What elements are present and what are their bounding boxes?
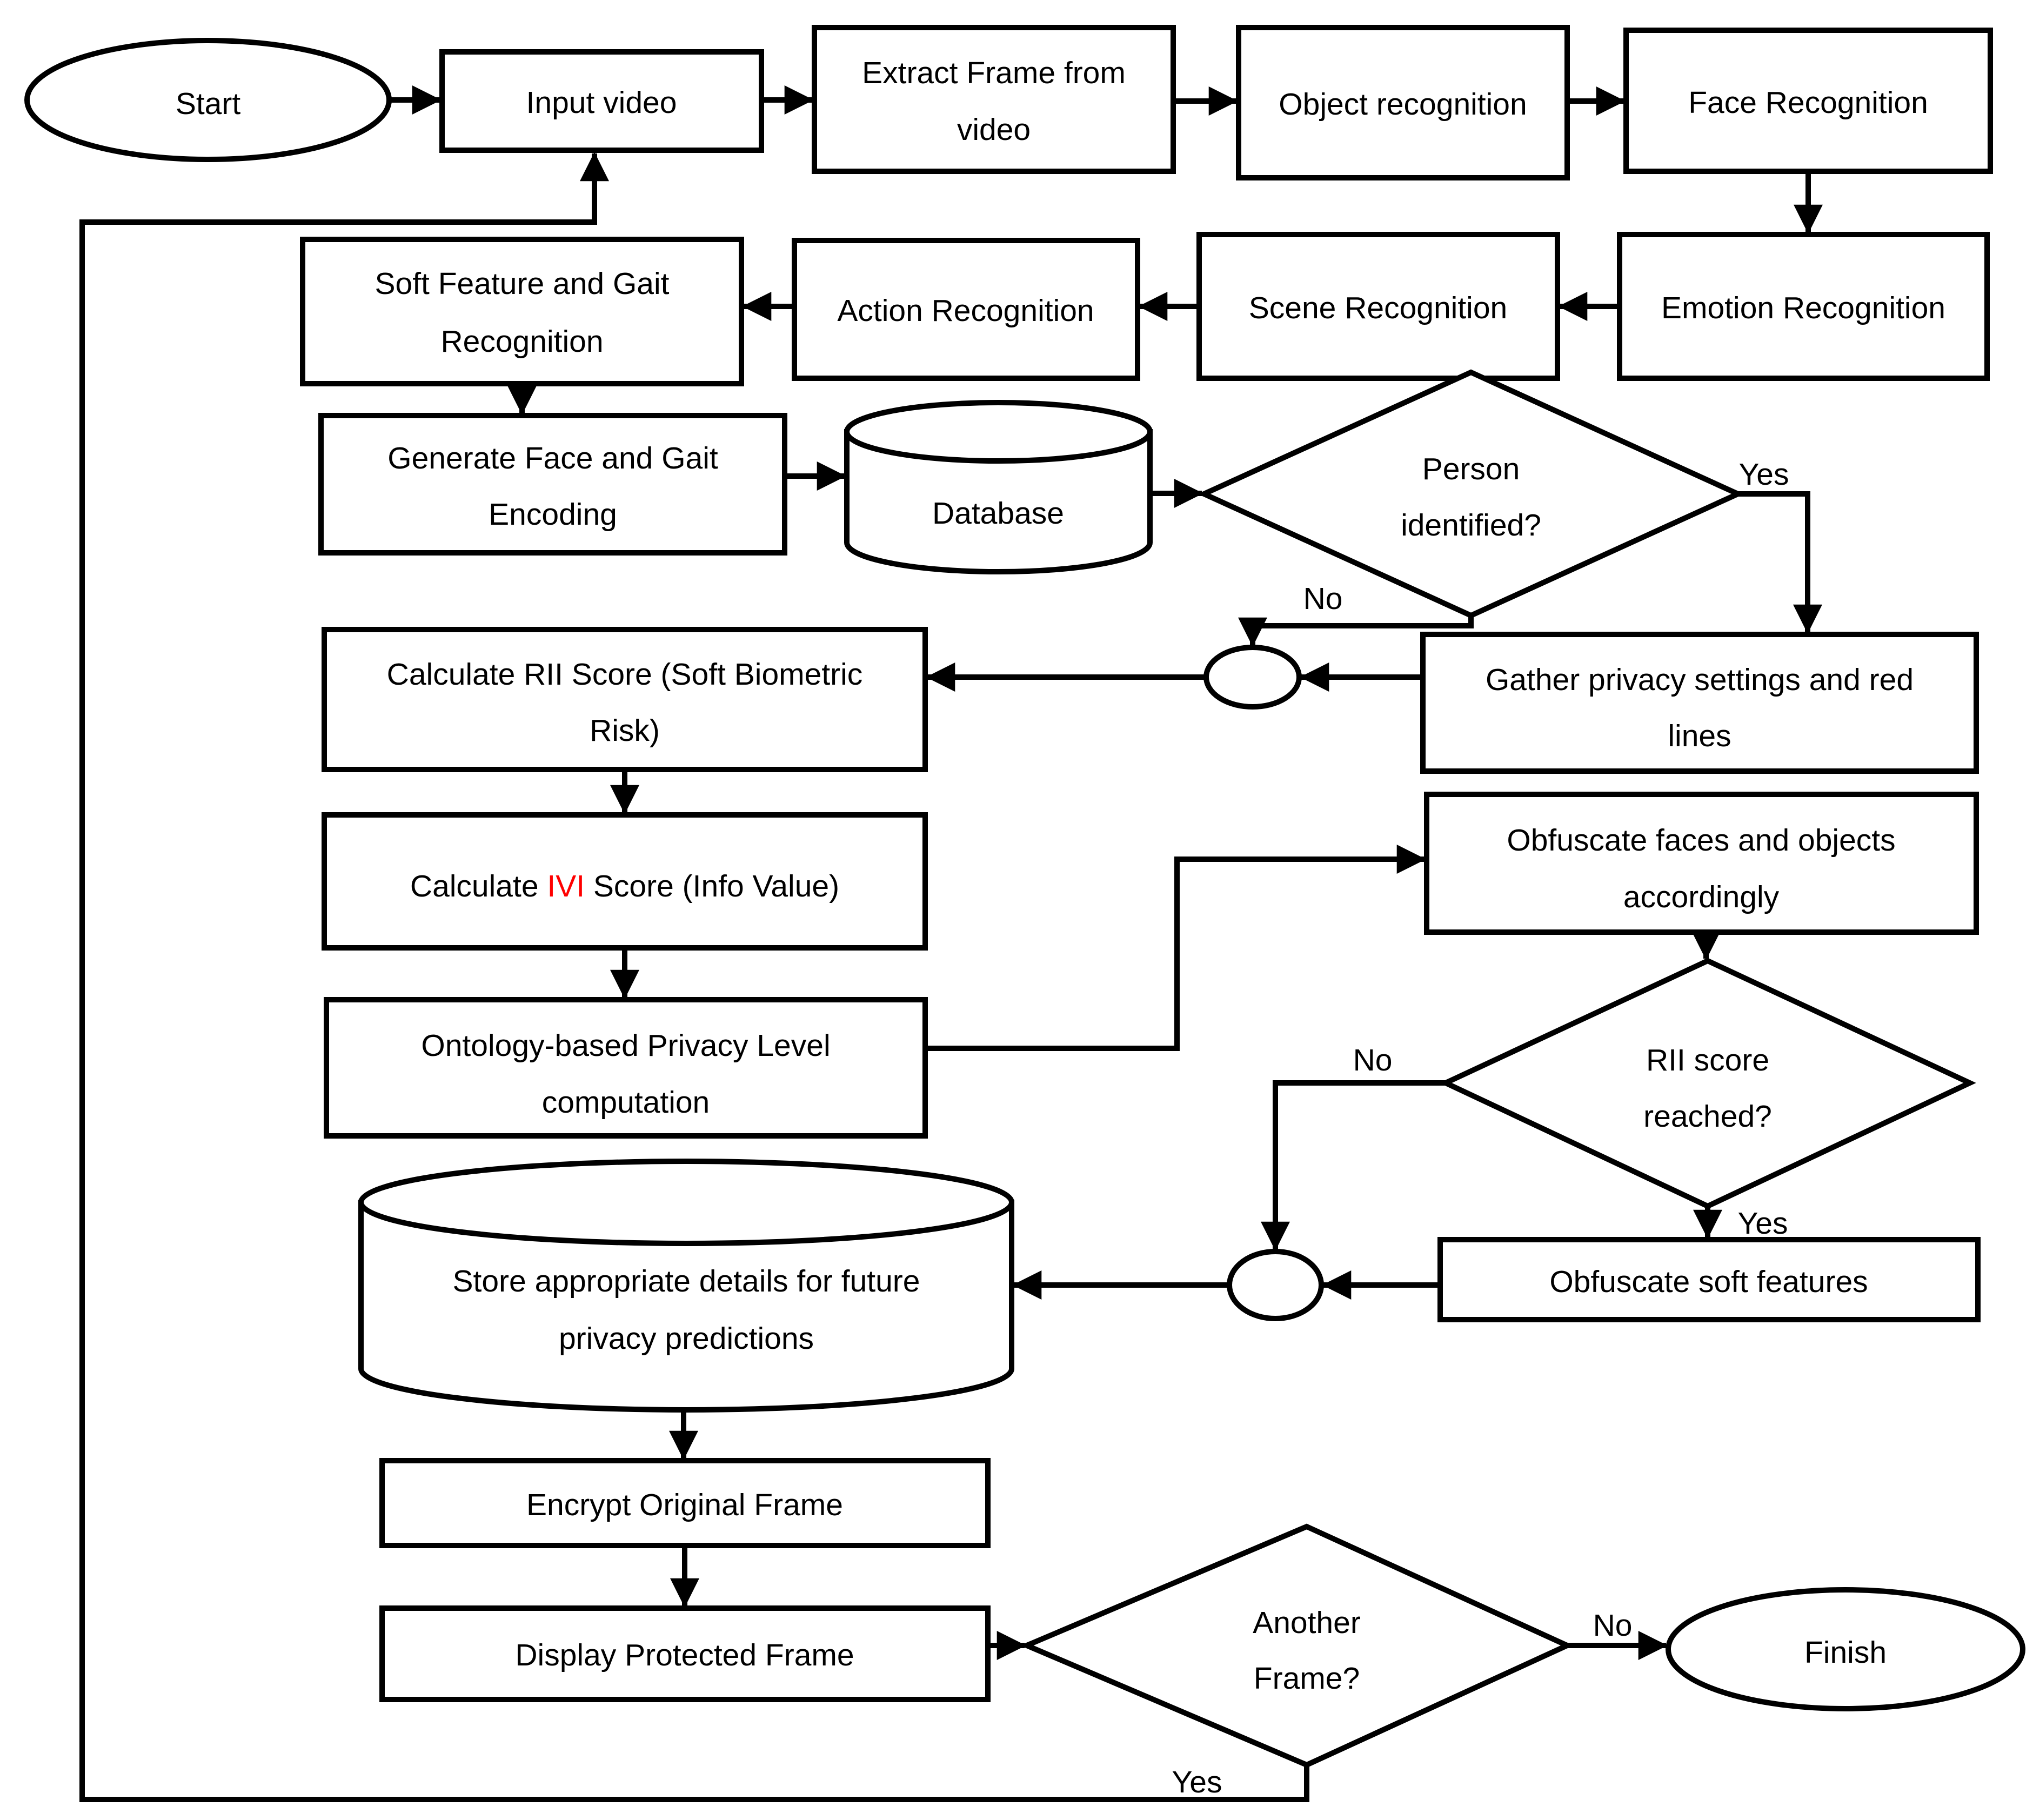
node-person-identified-line1: Person [1422, 452, 1520, 486]
node-extract-frame-line2: video [957, 112, 1031, 147]
label-person-yes: Yes [1739, 457, 1789, 492]
node-emotion-recognition-label: Emotion Recognition [1661, 291, 1945, 325]
node-store-details-body [358, 1200, 1014, 1413]
calc-ivi-part-1: Calculate [410, 869, 547, 904]
node-start [24, 38, 392, 162]
node-finish [1666, 1587, 2025, 1711]
node-gather-privacy-line2: lines [1668, 719, 1731, 753]
node-store-details-line2: privacy predictions [559, 1321, 814, 1356]
label-another-no: No [1593, 1608, 1633, 1643]
node-soft-feature-line2: Recognition [440, 324, 603, 359]
node-calc-rii-line2: Risk) [590, 713, 660, 748]
node-rii-reached-line1: RII score [1646, 1043, 1769, 1078]
node-database-body [844, 429, 1153, 574]
node-extract-frame-line1: Extract Frame from [862, 56, 1126, 90]
node-obfuscate-faces-line1: Obfuscate faces and objects [1507, 823, 1895, 858]
node-calc-ivi [322, 812, 928, 951]
node-object-recognition-label: Object recognition [1279, 87, 1527, 122]
node-rii-reached [1439, 958, 1976, 1209]
node-scene-recognition-label: Scene Recognition [1249, 291, 1508, 325]
node-object-recognition [1236, 25, 1570, 180]
node-scene-recognition [1196, 232, 1560, 381]
node-generate-encoding-line2: Encoding [489, 497, 617, 532]
node-calc-rii-line1: Calculate RII Score (Soft Biometric [387, 657, 863, 692]
node-obfuscate-faces [1424, 792, 1979, 935]
node-database-top [844, 400, 1153, 464]
label-rii-yes: Yes [1738, 1206, 1788, 1241]
node-action-recognition [792, 238, 1140, 381]
node-person-identified-line2: identified? [1401, 508, 1541, 543]
node-ontology-line2: computation [542, 1085, 710, 1120]
node-ontology [324, 997, 928, 1139]
node-rii-reached-line2: reached? [1643, 1099, 1772, 1134]
calc-ivi-part-3: Score (Info Value) [585, 869, 839, 904]
node-obfuscate-faces-line2: accordingly [1623, 880, 1780, 914]
node-extract-frame [812, 25, 1176, 174]
node-finish-label: Finish [1804, 1635, 1887, 1670]
node-store-details-top [358, 1159, 1014, 1246]
node-obfuscate-soft [1437, 1237, 1981, 1322]
node-face-recognition [1623, 28, 1993, 174]
node-another-frame-line2: Frame? [1254, 1661, 1360, 1696]
node-display-frame-label: Display Protected Frame [515, 1638, 854, 1672]
connector-circle-2 [1227, 1249, 1324, 1321]
node-calc-ivi-label: Calculate IVI Score (Info Value) [410, 869, 839, 904]
node-person-identified [1197, 369, 1745, 619]
node-another-frame [1020, 1523, 1574, 1768]
node-input-video-label: Input video [526, 85, 677, 120]
node-gather-privacy [1420, 632, 1979, 774]
edge-person-yes-to-gather [1738, 491, 1822, 634]
node-generate-encoding [318, 413, 787, 556]
edge-another-yes-loop-to-input [79, 152, 1309, 1802]
edge-person-no-to-connector1 [1238, 615, 1474, 647]
node-store-details-line1: Store appropriate details for future [453, 1264, 920, 1299]
edge-ontology-to-obfuscate-faces [925, 845, 1426, 1051]
label-person-no: No [1303, 581, 1343, 616]
label-rii-no: No [1353, 1043, 1393, 1078]
node-action-recognition-label: Action Recognition [837, 293, 1094, 328]
node-start-label: Start [176, 86, 241, 121]
label-another-yes: Yes [1172, 1765, 1222, 1799]
calc-ivi-part-2-red: IVI [547, 869, 585, 904]
node-generate-encoding-line1: Generate Face and Gait [387, 441, 718, 476]
node-obfuscate-soft-label: Obfuscate soft features [1549, 1264, 1868, 1299]
node-face-recognition-label: Face Recognition [1688, 85, 1928, 120]
node-soft-feature [300, 237, 744, 386]
node-another-frame-line1: Another [1253, 1605, 1361, 1640]
node-display-frame [379, 1605, 991, 1702]
node-calc-rii [322, 627, 928, 772]
node-gather-privacy-line1: Gather privacy settings and red [1486, 663, 1914, 697]
node-database-label: Database [932, 496, 1064, 531]
edge-rii-no-to-connector2 [1261, 1080, 1446, 1251]
node-encrypt-frame [379, 1458, 991, 1548]
node-ontology-line1: Ontology-based Privacy Level [421, 1028, 830, 1063]
node-soft-feature-line1: Soft Feature and Gait [375, 266, 670, 301]
node-emotion-recognition [1617, 232, 1990, 381]
connector-circle-1 [1203, 645, 1302, 710]
node-encrypt-frame-label: Encrypt Original Frame [526, 1488, 843, 1522]
node-input-video [439, 49, 764, 153]
